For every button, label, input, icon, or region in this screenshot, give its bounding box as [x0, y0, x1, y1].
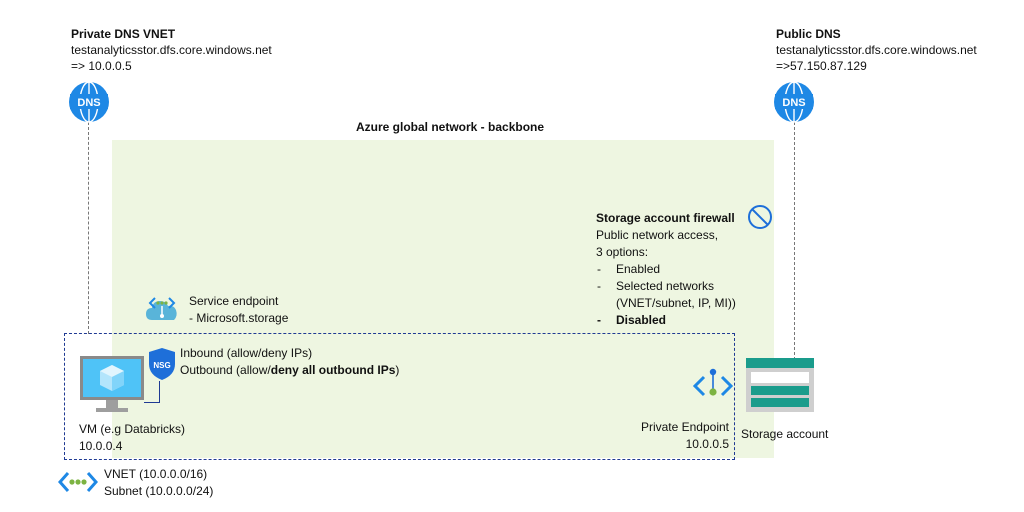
public-dns-connector: [794, 122, 795, 360]
service-endpoint-block: Service endpoint - Microsoft.storage: [189, 293, 288, 327]
vm-label-block: VM (e.g Databricks) 10.0.0.4: [79, 421, 185, 455]
vnet-boundary: [64, 333, 735, 460]
firewall-line2: 3 options:: [596, 245, 649, 259]
nsg-inbound: Inbound (allow/deny IPs): [180, 346, 313, 360]
svg-text:DNS: DNS: [782, 97, 805, 109]
nsg-outbound-prefix: Outbound (allow/: [180, 363, 271, 377]
public-dns-block: Public DNS testanalyticsstor.dfs.core.wi…: [776, 26, 977, 74]
nsg-rules: Inbound (allow/deny IPs) Outbound (allow…: [180, 345, 399, 379]
vm-label: VM (e.g Databricks): [79, 422, 186, 436]
private-endpoint-label: Private Endpoint: [640, 420, 729, 434]
private-endpoint-icon: [693, 367, 733, 403]
private-dns-host: testanalyticsstor.dfs.core.windows.net: [71, 43, 272, 57]
nsg-icon: NSG: [148, 347, 176, 381]
vnet-legend: VNET (10.0.0.0/16) Subnet (10.0.0.0/24): [104, 466, 213, 500]
blocked-icon: [747, 204, 773, 230]
nsg-outbound: Outbound (allow/deny all outbound IPs): [180, 362, 399, 379]
private-endpoint-block: Private Endpoint 10.0.0.5: [641, 419, 729, 453]
backbone-title: Azure global network - backbone: [356, 120, 545, 134]
firewall-option: Enabled: [596, 261, 776, 278]
public-dns-title: Public DNS: [776, 27, 841, 41]
vnet-icon: [58, 469, 98, 495]
private-endpoint-ip: 10.0.0.5: [685, 437, 729, 451]
dns-icon: DNS: [67, 80, 111, 124]
public-dns-host: testanalyticsstor.dfs.core.windows.net: [776, 43, 977, 57]
private-dns-title: Private DNS VNET: [71, 27, 176, 41]
firewall-option: Disabled: [596, 312, 776, 329]
dns-icon: DNS: [772, 80, 816, 124]
firewall-block: Storage account firewall Public network …: [596, 210, 776, 329]
firewall-option-text: Selected networks (VNET/subnet, IP, MI)): [616, 279, 736, 310]
svg-text:DNS: DNS: [77, 97, 100, 109]
vnet-range: VNET (10.0.0.0/16): [104, 467, 208, 481]
service-endpoint-icon: [146, 292, 178, 322]
firewall-options: Enabled Selected networks (VNET/subnet, …: [596, 261, 776, 329]
storage-account-label: Storage account: [741, 427, 829, 441]
private-dns-connector: [88, 122, 89, 334]
private-dns-block: Private DNS VNET testanalyticsstor.dfs.c…: [71, 26, 272, 74]
public-dns-resolution: =>57.150.87.129: [776, 59, 867, 73]
firewall-title: Storage account firewall: [596, 211, 735, 225]
subnet-range: Subnet (10.0.0.0/24): [104, 484, 214, 498]
firewall-option: Selected networks (VNET/subnet, IP, MI)): [596, 278, 776, 312]
service-endpoint-target: - Microsoft.storage: [189, 311, 289, 325]
storage-account-icon: [746, 358, 814, 412]
nsg-connector: [144, 381, 160, 403]
svg-text:NSG: NSG: [153, 361, 170, 370]
firewall-line1: Public network access,: [596, 228, 719, 242]
vm-icon: [80, 356, 144, 414]
vm-ip: 10.0.0.4: [79, 439, 123, 453]
private-dns-resolution: => 10.0.0.5: [71, 59, 132, 73]
nsg-outbound-emphasis: deny all outbound IPs: [270, 363, 396, 377]
service-endpoint-title: Service endpoint: [189, 294, 279, 308]
nsg-outbound-suffix: ): [395, 363, 400, 377]
